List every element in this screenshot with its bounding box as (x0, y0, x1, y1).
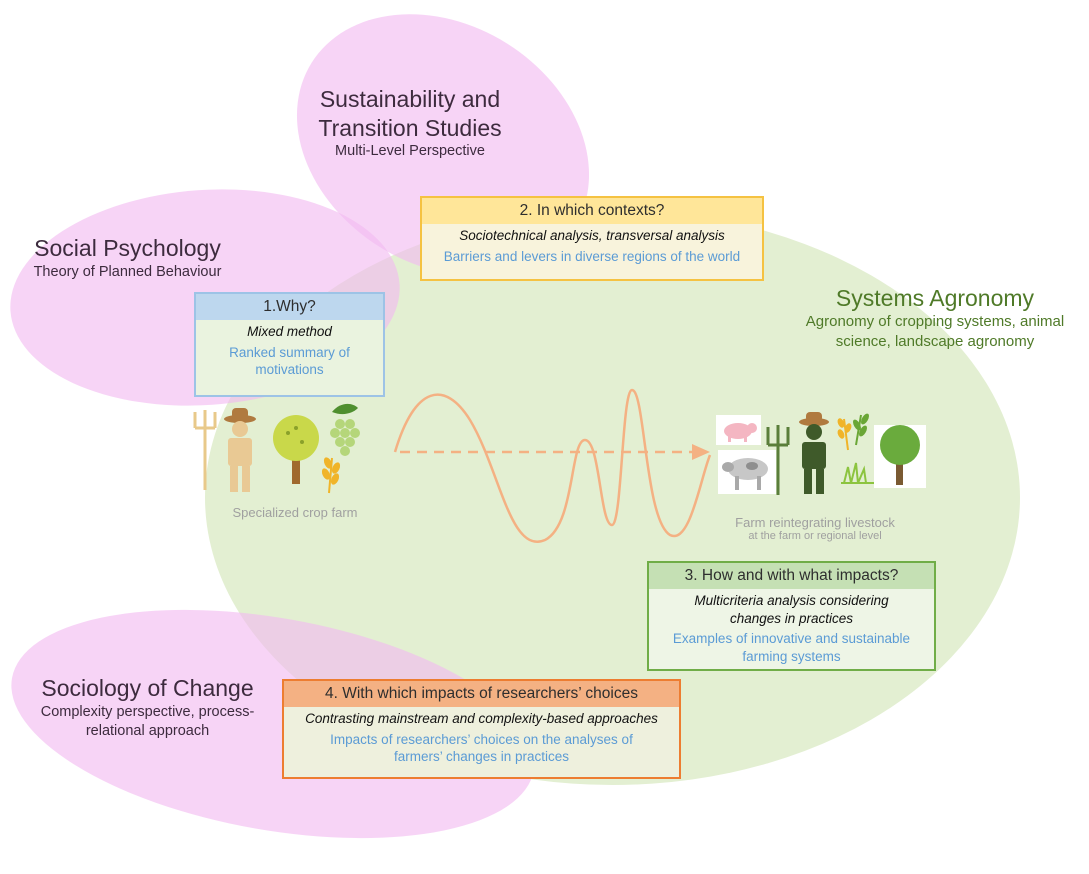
tree-icon (874, 425, 926, 488)
question-4-method: Contrasting mainstream and complexity-ba… (305, 711, 658, 726)
sociology-subtitle-line2: relational approach (85, 723, 210, 740)
sociology-label: Sociology of Change Complexity perspecti… (15, 674, 280, 742)
wheat-icon (837, 413, 869, 451)
question-3-box: 3. How and with what impacts? Multicrite… (647, 561, 936, 671)
question-1-method: Mixed method (247, 324, 332, 339)
sociology-title: Sociology of Change (41, 675, 254, 701)
cow-icon (718, 450, 776, 494)
livestock-farm-icons (716, 412, 926, 495)
specialized-farm-label: Specialized crop farm (232, 505, 358, 520)
systems-agronomy-subtitle-line1: Agronomy of cropping systems, animal (805, 313, 1065, 330)
question-1-heading: 1.Why? (196, 294, 383, 320)
transition-arrow-head (692, 444, 710, 460)
livestock-farm-label: Farm reintegrating livestock at the farm… (700, 515, 930, 542)
question-4-result-line1: Impacts of researchers’ choices on the a… (330, 731, 633, 747)
livestock-farm-label-main: Farm reintegrating livestock (735, 515, 895, 530)
transition-graphic (393, 388, 712, 543)
tree-icon (273, 415, 319, 484)
livestock-farm-label-sub: at the farm or regional level (748, 530, 882, 542)
pitchfork-icon (193, 410, 217, 490)
pitchfork-icon (766, 425, 790, 495)
sociology-subtitle-line1: Complexity perspective, process- (40, 703, 255, 720)
grapes-icon (330, 403, 360, 456)
question-3-heading: 3. How and with what impacts? (649, 563, 934, 589)
question-3-result-line2: farming systems (742, 648, 841, 664)
social-psychology-label: Social Psychology Theory of Planned Beha… (10, 234, 245, 282)
question-3-method-line2: changes in practices (729, 610, 854, 626)
systems-agronomy-label: Systems Agronomy Agronomy of cropping sy… (790, 285, 1080, 353)
question-3-result-line1: Examples of innovative and sustainable (672, 631, 911, 647)
wheat-icon (321, 457, 341, 494)
question-2-heading: 2. In which contexts? (422, 198, 762, 224)
transition-wave (393, 388, 712, 543)
question-2-result: Barriers and levers in diverse regions o… (443, 248, 741, 264)
systems-agronomy-title: Systems Agronomy (835, 285, 1035, 311)
systems-agronomy-subtitle-line2: science, landscape agronomy (835, 333, 1035, 351)
farmer-icon (224, 408, 256, 492)
specialized-farm-icons (193, 403, 360, 494)
question-4-result-line2: farmers’ changes in practices (393, 749, 570, 765)
sustainability-title-line1: Sustainability and (319, 86, 501, 112)
farmer-icon (799, 412, 829, 494)
pig-icon (716, 415, 761, 445)
grass-icon (841, 462, 874, 484)
social-psychology-title: Social Psychology (34, 235, 221, 261)
question-2-method: Sociotechnical analysis, transversal ana… (459, 228, 725, 243)
question-1-result-line1: Ranked summary of (229, 344, 350, 360)
sustainability-subtitle: Multi-Level Perspective (335, 143, 485, 160)
question-1-result-line2: motivations (255, 362, 324, 378)
question-4-heading: 4. With which impacts of researchers’ ch… (284, 681, 679, 707)
question-4-box: 4. With which impacts of researchers’ ch… (282, 679, 681, 779)
sustainability-title-line2: Transition Studies (318, 114, 502, 141)
question-3-method-line1: Multicriteria analysis considering (694, 593, 889, 608)
social-psychology-subtitle: Theory of Planned Behaviour (33, 263, 222, 280)
question-1-box: 1.Why? Mixed method Ranked summary of mo… (194, 292, 385, 397)
question-2-box: 2. In which contexts? Sociotechnical ana… (420, 196, 764, 281)
sustainability-label: Sustainability and Transition Studies Mu… (290, 85, 530, 162)
